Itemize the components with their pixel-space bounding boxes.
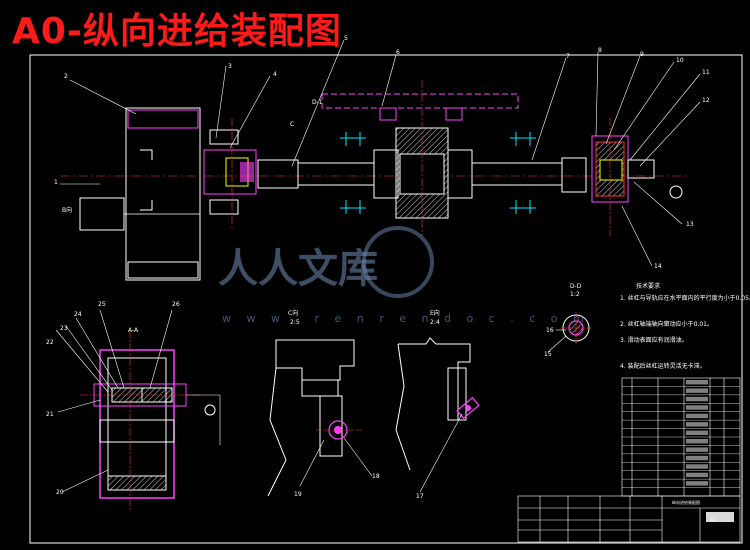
label-detail-c-scale: 2:5 xyxy=(290,319,300,326)
part-label-23: 23 xyxy=(60,325,68,332)
parts-list-cell-fill xyxy=(686,396,708,402)
part-label-25: 25 xyxy=(98,301,106,308)
part-label-20: 20 xyxy=(56,489,64,496)
parts-list-cell-fill xyxy=(686,388,708,393)
drawing-border xyxy=(29,54,743,544)
part-label-6: 6 xyxy=(396,49,400,56)
part-label-21: 21 xyxy=(46,411,54,418)
label-section-aa: A-A xyxy=(128,327,139,334)
tech-req-4: 4. 装配后丝杠运转灵活无卡滞。 xyxy=(620,362,706,370)
part-label-8: 8 xyxy=(598,47,602,54)
detail-e-part xyxy=(398,337,471,421)
label-b-view: B向 xyxy=(62,206,72,214)
tech-req-1: 1. 丝杠与导轨应在水平面内的平行度为小于0.05。 xyxy=(620,294,750,302)
parts-list-cell-fill xyxy=(686,447,708,452)
watermark: 人人文库 w w w . r e n r e n d o c . c o m xyxy=(218,226,590,325)
parts-list-cell-fill xyxy=(686,439,708,444)
label-detail-c: C向 xyxy=(288,309,298,317)
part-label-13: 13 xyxy=(686,221,694,228)
watermark-text: 人人文库 xyxy=(218,246,378,292)
part-label-7: 7 xyxy=(566,53,570,60)
lead-screw-left xyxy=(297,162,375,186)
part-label-5: 5 xyxy=(344,35,348,42)
parts-list-cell-fill xyxy=(686,472,708,478)
tech-req-2: 2. 丝杠轴端轴向窜动应小于0.01。 xyxy=(620,320,713,328)
lead-screw-right xyxy=(471,162,563,186)
part-label-24: 24 xyxy=(74,311,82,318)
leader-lines xyxy=(60,39,701,267)
parts-list-cell-fill xyxy=(686,422,708,427)
watermark-logo-ring xyxy=(362,226,434,298)
parts-list-cell-fill xyxy=(686,405,708,410)
part-label-26: 26 xyxy=(172,301,180,308)
parts-list-cell-fill xyxy=(686,413,708,419)
tech-req-3: 3. 滑动表面应有润滑油。 xyxy=(620,336,688,344)
part-label-16: 16 xyxy=(546,327,554,334)
title-block-name: 纵向进给装配图 xyxy=(672,499,700,505)
part-label-17: 17 xyxy=(416,493,424,500)
parts-list-rows xyxy=(622,380,740,488)
part-label-2: 2 xyxy=(64,73,68,80)
detail-c-part xyxy=(275,339,355,381)
label-detail-dd: D-D xyxy=(570,283,582,290)
part-label-14: 14 xyxy=(654,263,662,270)
label-top-c: C xyxy=(290,121,294,128)
part-label-1: 1 xyxy=(54,179,58,186)
worktable-outline xyxy=(321,93,519,109)
parts-list-cell-fill xyxy=(686,455,708,461)
part-label-10: 10 xyxy=(676,57,684,64)
view-marker-e xyxy=(669,185,683,199)
part-label-22: 22 xyxy=(46,339,54,346)
parts-list-cell-fill xyxy=(686,464,708,469)
bracket-top-flange xyxy=(127,109,199,129)
guide-rails xyxy=(340,132,536,214)
watermark-url: w w w . r e n r e n d o c . c o m xyxy=(222,312,590,325)
label-detail-e: E向 xyxy=(430,309,440,317)
part-label-3: 3 xyxy=(228,63,232,70)
part-label-9: 9 xyxy=(640,51,644,58)
parts-list-cell-fill xyxy=(686,380,708,385)
label-detail-e-scale: 2:4 xyxy=(430,319,440,326)
drawing-title: A0-纵向进给装配图 xyxy=(12,11,342,52)
bracket-left xyxy=(125,107,201,281)
part-label-12: 12 xyxy=(702,97,710,104)
part-label-11: 11 xyxy=(702,69,710,76)
title-block xyxy=(517,495,741,543)
part-label-15: 15 xyxy=(544,351,552,358)
part-label-19: 19 xyxy=(294,491,302,498)
tech-req-heading: 技术要求 xyxy=(636,282,660,290)
label-detail-dd-scale: 1:2 xyxy=(570,291,580,298)
part-label-4: 4 xyxy=(273,71,277,78)
left-bearing xyxy=(203,149,257,195)
part-label-18: 18 xyxy=(372,473,380,480)
parts-list-cell-fill xyxy=(686,430,708,435)
parts-list-cell-fill xyxy=(686,481,708,486)
label-top-d: D-1 xyxy=(312,99,323,106)
